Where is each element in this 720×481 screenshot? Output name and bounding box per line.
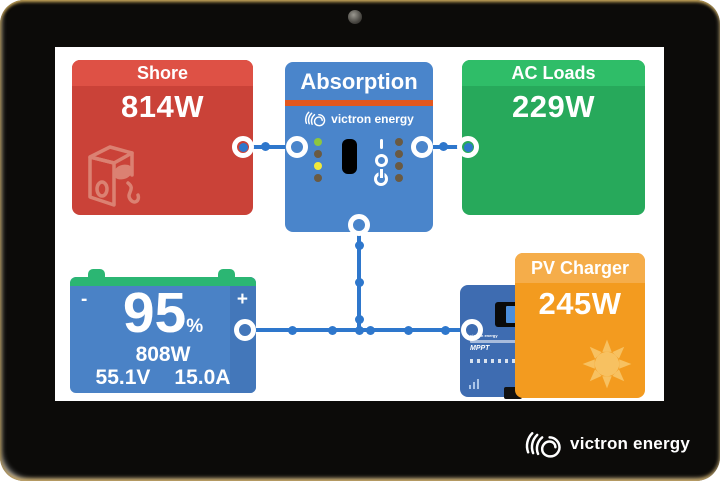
- led-off-icon: [395, 162, 403, 170]
- battery-soc: 95%: [70, 285, 256, 342]
- mppt-product-line: [470, 340, 518, 343]
- pv-charger-title: PV Charger: [515, 253, 645, 283]
- shore-power: 814W: [121, 89, 204, 124]
- battery-soc-unit: %: [186, 316, 204, 337]
- led-yellow-icon: [314, 162, 322, 170]
- inverter-state: Absorption: [300, 69, 418, 94]
- connector-battery: [234, 319, 256, 341]
- flow-dot: [439, 142, 448, 151]
- battery-soc-value: 95: [122, 281, 187, 345]
- flow-dot: [355, 241, 364, 250]
- power-symbol-icon: [374, 169, 388, 186]
- battery-body: - + 95% 808W 55.1V 15.0A: [70, 277, 256, 393]
- flow-dot: [355, 315, 364, 324]
- ac-loads-title: AC Loads: [462, 60, 645, 86]
- tile-inverter[interactable]: Absorption victron energy: [285, 62, 433, 232]
- switch-off-icon: [375, 154, 388, 167]
- tile-shore[interactable]: Shore 814W: [72, 60, 253, 215]
- battery-power: 808W: [135, 343, 191, 366]
- flow-dot: [288, 326, 297, 335]
- led-off-icon: [395, 150, 403, 158]
- flow-dot: [366, 326, 375, 335]
- inverter-switch: [342, 139, 357, 174]
- connector-shore-out: [232, 136, 254, 158]
- battery-current: 15.0A: [174, 366, 231, 389]
- flow-dot: [355, 326, 364, 335]
- connector-acloads-in: [457, 136, 479, 158]
- flow-dot: [261, 142, 270, 151]
- battery-top-strip: [70, 277, 256, 286]
- inverter-led-column-left: [314, 138, 322, 182]
- footer-brand-logo: victron energy: [524, 429, 690, 459]
- shore-power-icon: [88, 145, 141, 207]
- flow-dot: [328, 326, 337, 335]
- battery-voltage: 55.1V: [95, 366, 151, 389]
- flow-dot: [404, 326, 413, 335]
- victron-swirl-icon: [525, 432, 561, 458]
- mppt-brand-label: victron energy: [470, 333, 498, 338]
- connector-inverter-dc: [348, 214, 370, 236]
- flow-dot: [441, 326, 450, 335]
- battery-voltage-current: 55.1V 15.0A: [70, 366, 256, 390]
- led-off-icon: [395, 174, 403, 182]
- shore-title: Shore: [72, 60, 253, 86]
- ac-loads-power: 229W: [512, 89, 595, 124]
- inverter-brand-text: victron energy: [331, 111, 414, 126]
- mppt-certification-icons: [470, 359, 520, 363]
- switch-on-icon: [380, 139, 383, 149]
- tile-battery[interactable]: - + 95% 808W 55.1V 15.0A: [70, 269, 256, 393]
- flow-dot: [355, 278, 364, 287]
- victron-swirl-icon: [305, 111, 326, 127]
- inverter-led-column-right: [395, 138, 403, 182]
- led-green-icon: [314, 138, 322, 146]
- inverter-brand-logo: victron energy: [285, 110, 433, 127]
- mppt-chart-icon: [469, 379, 479, 389]
- tile-ac-loads[interactable]: AC Loads 229W: [462, 60, 645, 215]
- led-off-icon: [395, 138, 403, 146]
- pv-charger-power: 245W: [538, 286, 622, 321]
- battery-minus-label: -: [81, 289, 88, 310]
- connector-mppt: [461, 319, 483, 341]
- led-off-icon: [314, 174, 322, 182]
- connector-inverter-ac-in: [286, 136, 308, 158]
- inverter-orange-stripe: [285, 100, 433, 106]
- system-overview-screen: - + 95% 808W 55.1V 15.0A victron energy M…: [55, 47, 664, 401]
- tile-pv-charger[interactable]: PV Charger 245W: [515, 253, 645, 398]
- sun-icon: [582, 339, 632, 389]
- battery-plus-label: +: [236, 289, 248, 310]
- mppt-model-label: MPPT: [470, 345, 490, 352]
- camera-dot-icon: [348, 10, 362, 24]
- connector-inverter-ac-out: [411, 136, 433, 158]
- led-off-icon: [314, 150, 322, 158]
- footer-brand-text: victron energy: [570, 434, 690, 453]
- line-shore-inverter: [243, 145, 297, 149]
